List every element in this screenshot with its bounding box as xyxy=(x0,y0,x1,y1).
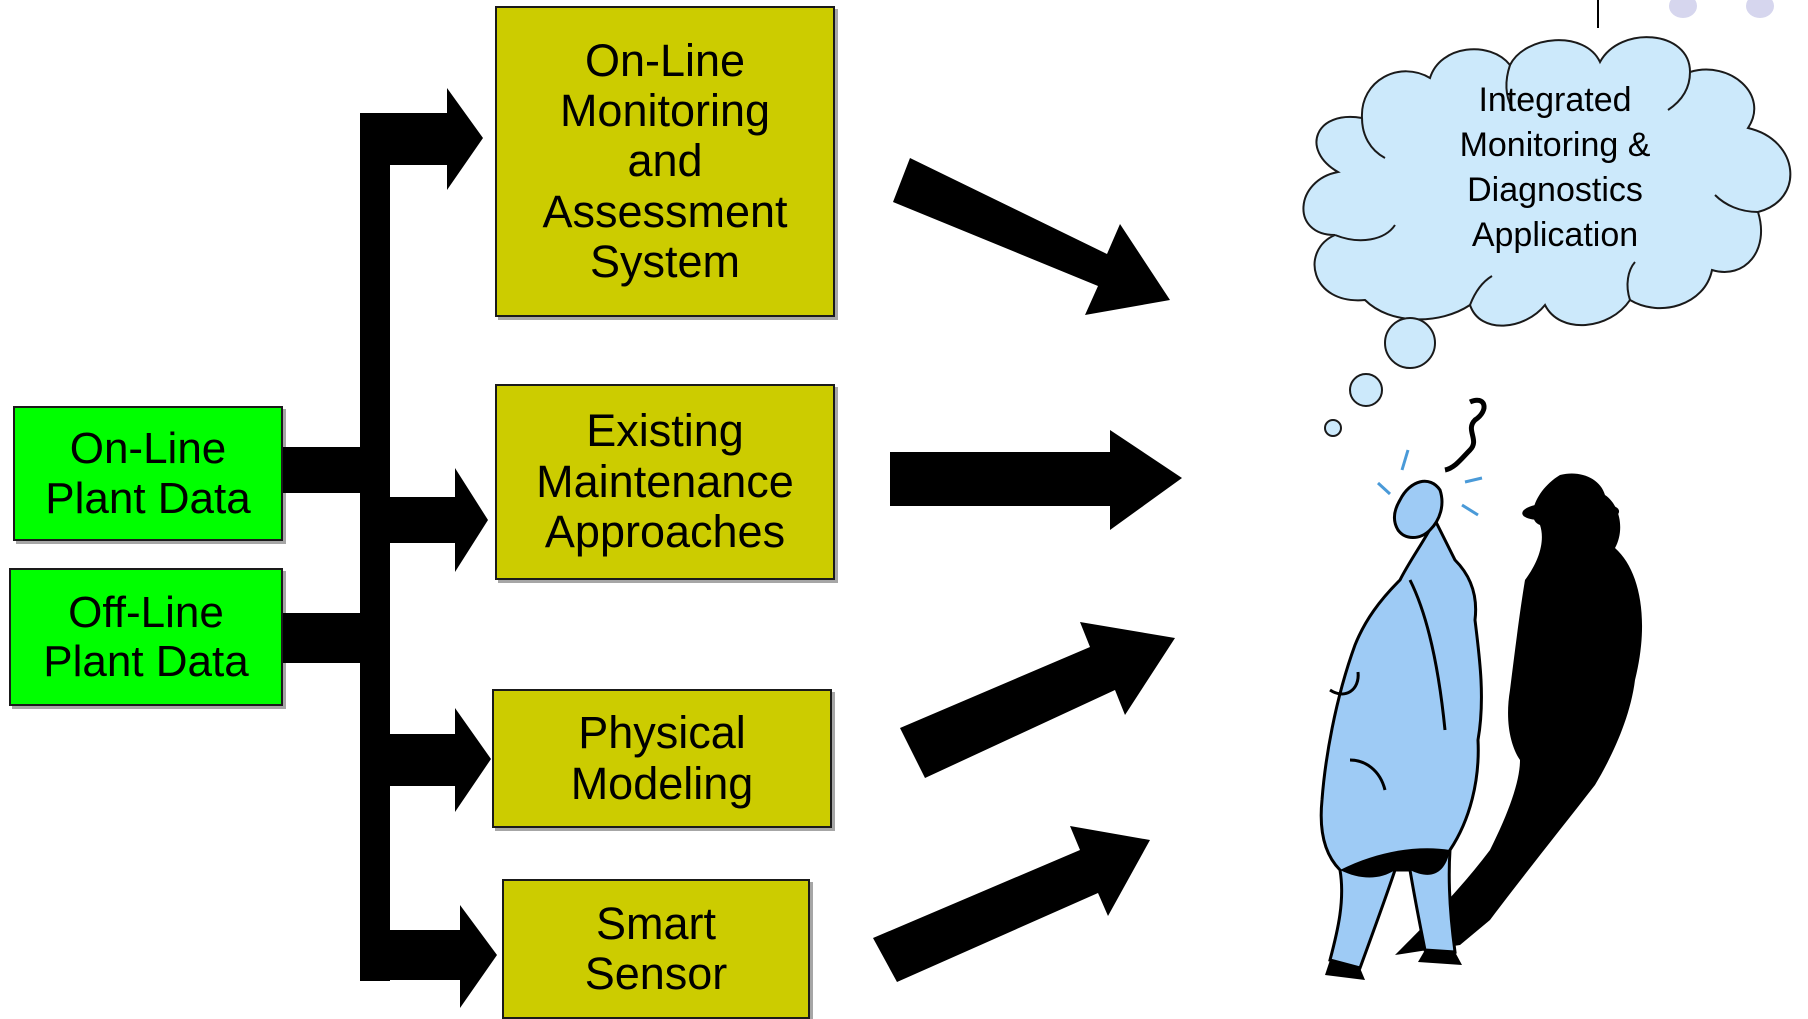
thinking-person-icon xyxy=(1319,397,1487,980)
accent-dot xyxy=(1746,0,1774,18)
branch-arrow-1 xyxy=(360,88,483,190)
online-plant-data-line-2: Plant Data xyxy=(45,473,251,523)
smart-sensor-line-2: Sensor xyxy=(584,948,728,999)
online-monitoring-line-3: and xyxy=(627,135,703,187)
online-plant-data-line-1: On-Line xyxy=(69,424,227,474)
distribution-bus xyxy=(360,113,390,981)
converge-arrow-2 xyxy=(890,430,1182,530)
converge-arrow-4 xyxy=(873,826,1150,982)
offline-plant-data-box: Off-Line Plant Data xyxy=(9,568,283,706)
existing-maintenance-line-2: Maintenance xyxy=(536,455,794,507)
cloud-fold xyxy=(1626,261,1636,301)
cloud-fold xyxy=(1505,64,1513,109)
connector-online xyxy=(283,447,361,493)
converge-arrow-1 xyxy=(893,158,1170,315)
smart-sensor-box: Smart Sensor xyxy=(502,879,810,1019)
cloud-fold xyxy=(1334,224,1396,242)
cloud-fold xyxy=(1469,275,1493,306)
integrated-application-text: Integrated Monitoring & Diagnostics Appl… xyxy=(1400,78,1710,258)
existing-maintenance-line-3: Approaches xyxy=(544,506,786,558)
online-monitoring-line-1: On-Line xyxy=(584,34,746,86)
branch-arrow-4 xyxy=(390,905,497,1008)
cloud-line-3: Diagnostics xyxy=(1467,170,1643,209)
offline-plant-data-line-2: Plant Data xyxy=(43,637,249,686)
online-monitoring-line-2: Monitoring xyxy=(559,84,771,136)
cloud-fold xyxy=(1714,194,1759,213)
connector-offline xyxy=(283,613,361,663)
online-monitoring-box: On-Line Monitoring and Assessment System xyxy=(495,6,835,317)
offline-plant-data-line-1: Off-Line xyxy=(68,587,224,637)
thought-bubble-large xyxy=(1384,317,1436,369)
smart-sensor-line-1: Smart xyxy=(595,897,716,949)
cloud-line-2: Monitoring & xyxy=(1459,125,1651,164)
cloud-fold xyxy=(1667,71,1691,111)
existing-maintenance-line-1: Existing xyxy=(586,405,744,457)
online-plant-data-box: On-Line Plant Data xyxy=(13,406,283,541)
thought-bubble-medium xyxy=(1349,373,1383,407)
accent-dot xyxy=(1669,0,1697,18)
person-shadow-icon xyxy=(1395,473,1643,955)
branch-arrow-3 xyxy=(390,708,491,812)
converge-arrow-3 xyxy=(900,622,1175,778)
online-monitoring-line-4: Assessment xyxy=(542,185,788,237)
physical-modeling-box: Physical Modeling xyxy=(492,689,832,828)
branch-arrow-2 xyxy=(390,468,488,572)
thought-bubble-small xyxy=(1324,419,1342,437)
physical-modeling-line-2: Modeling xyxy=(570,757,754,809)
existing-maintenance-box: Existing Maintenance Approaches xyxy=(495,384,835,580)
online-monitoring-line-5: System xyxy=(589,236,741,288)
cloud-fold xyxy=(1361,117,1386,159)
physical-modeling-line-1: Physical xyxy=(578,707,746,759)
cloud-line-4: Application xyxy=(1471,215,1639,254)
cloud-line-1: Integrated xyxy=(1478,81,1632,119)
